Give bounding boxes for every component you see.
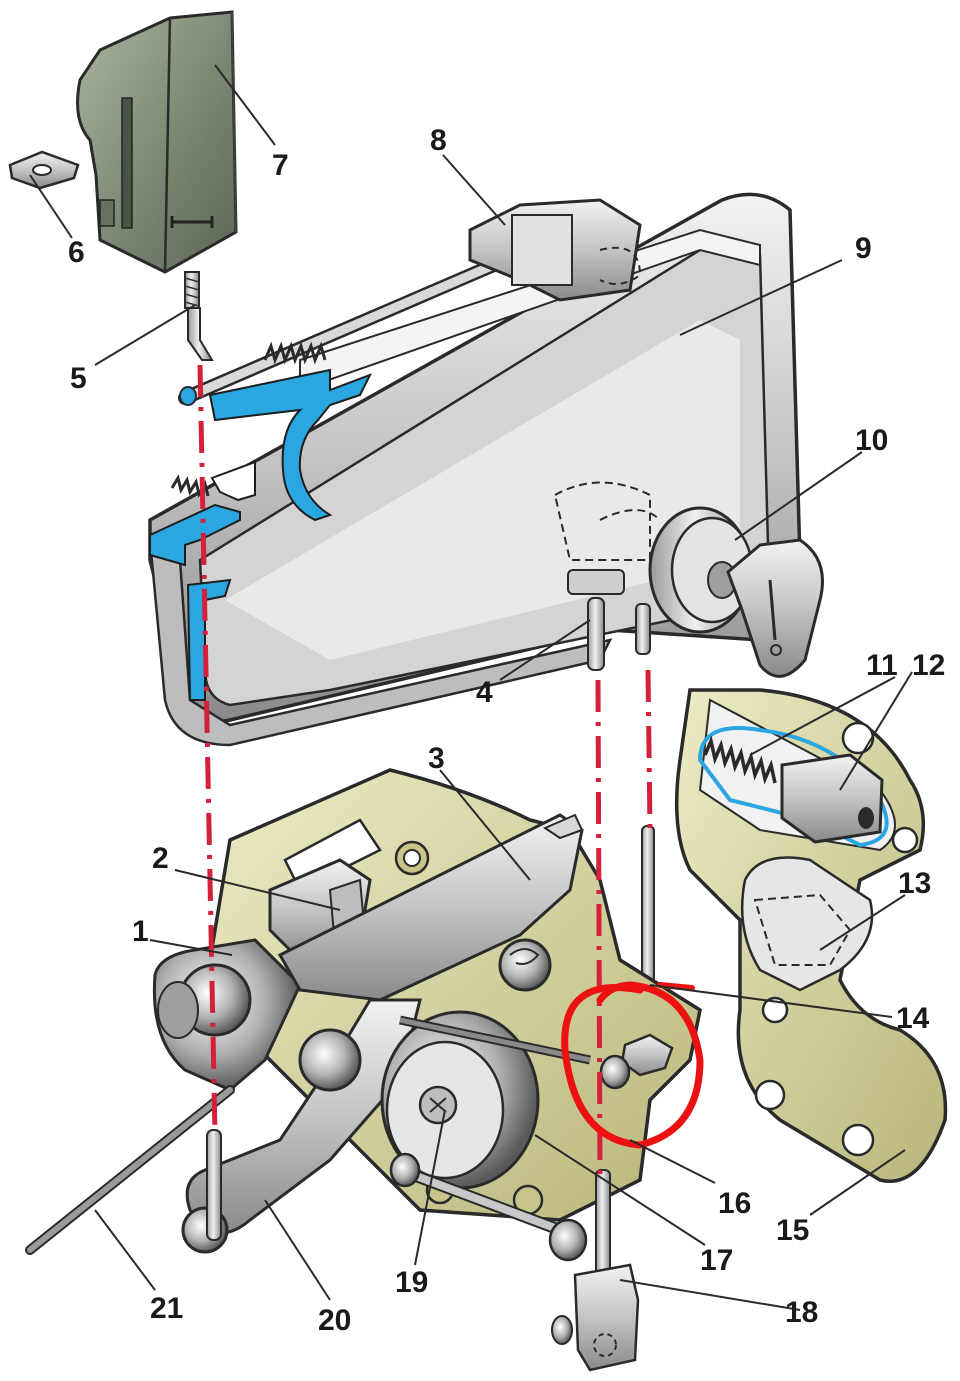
block-part-12 (780, 753, 884, 844)
label-1: 1 (132, 915, 149, 948)
label-8: 8 (430, 124, 447, 157)
label-6: 6 (68, 236, 85, 269)
label-18: 18 (785, 1296, 818, 1329)
label-19: 19 (395, 1266, 428, 1299)
label-3: 3 (428, 742, 445, 775)
label-10: 10 (855, 424, 888, 457)
label-2: 2 (152, 842, 169, 875)
label-21: 21 (150, 1292, 183, 1325)
washer-part-6 (8, 150, 80, 190)
label-12: 12 (912, 649, 945, 682)
label-4: 4 (476, 676, 493, 709)
label-11: 11 (866, 649, 898, 682)
label-15: 15 (776, 1214, 809, 1247)
label-9: 9 (855, 232, 872, 265)
rod-part-4 (567, 569, 651, 671)
spring-part-11 (703, 735, 777, 785)
label-5: 5 (70, 362, 87, 395)
label-13: 13 (898, 867, 931, 900)
label-14: 14 (896, 1002, 930, 1035)
rod-part-5 (184, 271, 214, 361)
label-17: 17 (700, 1244, 733, 1277)
label-7: 7 (272, 149, 289, 182)
part-labels: 1 2 3 4 5 6 7 8 9 10 11 12 13 14 15 16 1… (68, 124, 945, 1337)
leader-lines (29, 64, 913, 1311)
bracket-part-8 (468, 198, 642, 302)
key-icon (726, 538, 824, 678)
pull-rod (178, 251, 517, 406)
rod-part-21 (25, 1085, 235, 1255)
label-16: 16 (718, 1187, 751, 1220)
handle-cover-part-7 (76, 10, 238, 274)
spring-icon (263, 341, 327, 365)
bolt-part-17 (389, 1152, 588, 1262)
lever-part-3 (277, 813, 584, 1002)
clamp-part-18 (551, 1169, 640, 1372)
latch-lever-part-1 (152, 938, 302, 1092)
guide-lines (197, 364, 653, 1176)
annotation-circle-icon (561, 981, 704, 1149)
label-20: 20 (318, 1304, 351, 1337)
nut-part-16 (599, 1033, 674, 1090)
